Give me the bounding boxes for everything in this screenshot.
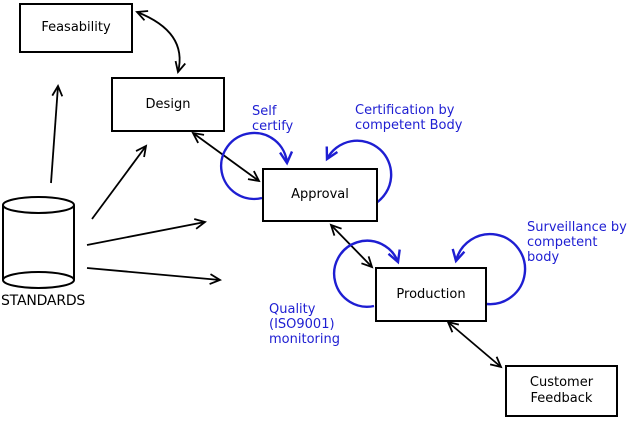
cylinder-bottom-ellipse [2,271,75,289]
process-box-feasability: Feasability [19,3,133,53]
approval-label: Approval [291,187,349,202]
annotation-surveillance-by-competent-body: Surveillance by competent body [527,220,627,265]
standards-cylinder [2,196,75,289]
arrow-standards-to-design [91,144,148,220]
loop-certification [325,139,393,204]
annotation-certification-by-competent-body: Certification by competent Body [355,103,463,133]
arrow-production-customer-feedback [446,320,503,369]
loop-surveillance [451,232,527,306]
loop-quality-monitoring [333,239,401,308]
process-box-production: Production [375,267,487,322]
arrow-standards-to-approval [86,218,207,246]
design-label: Design [145,96,191,112]
arrow-design-approval [191,131,261,183]
process-box-approval: Approval [262,168,378,222]
cylinder-top-ellipse [2,196,75,214]
feasability-label: Feasability [41,20,111,35]
process-box-customer-feedback: Customer Feedback [505,365,618,417]
arrow-approval-production [329,223,374,269]
production-label: Production [396,286,466,302]
customer-feedback-label: Customer Feedback [529,375,594,406]
arrow-standards-to-feasability [50,83,64,184]
arrow-feasability-design [135,10,186,74]
standards-datastore-label: STANDARDS [1,293,86,309]
loop-self-certify [219,131,294,201]
arrow-standards-to-production [86,267,223,285]
process-box-design: Design [111,77,225,132]
annotation-quality-iso9001-monitoring: Quality (ISO9001) monitoring [269,302,340,347]
annotation-self-certify: Self certify [252,104,294,134]
